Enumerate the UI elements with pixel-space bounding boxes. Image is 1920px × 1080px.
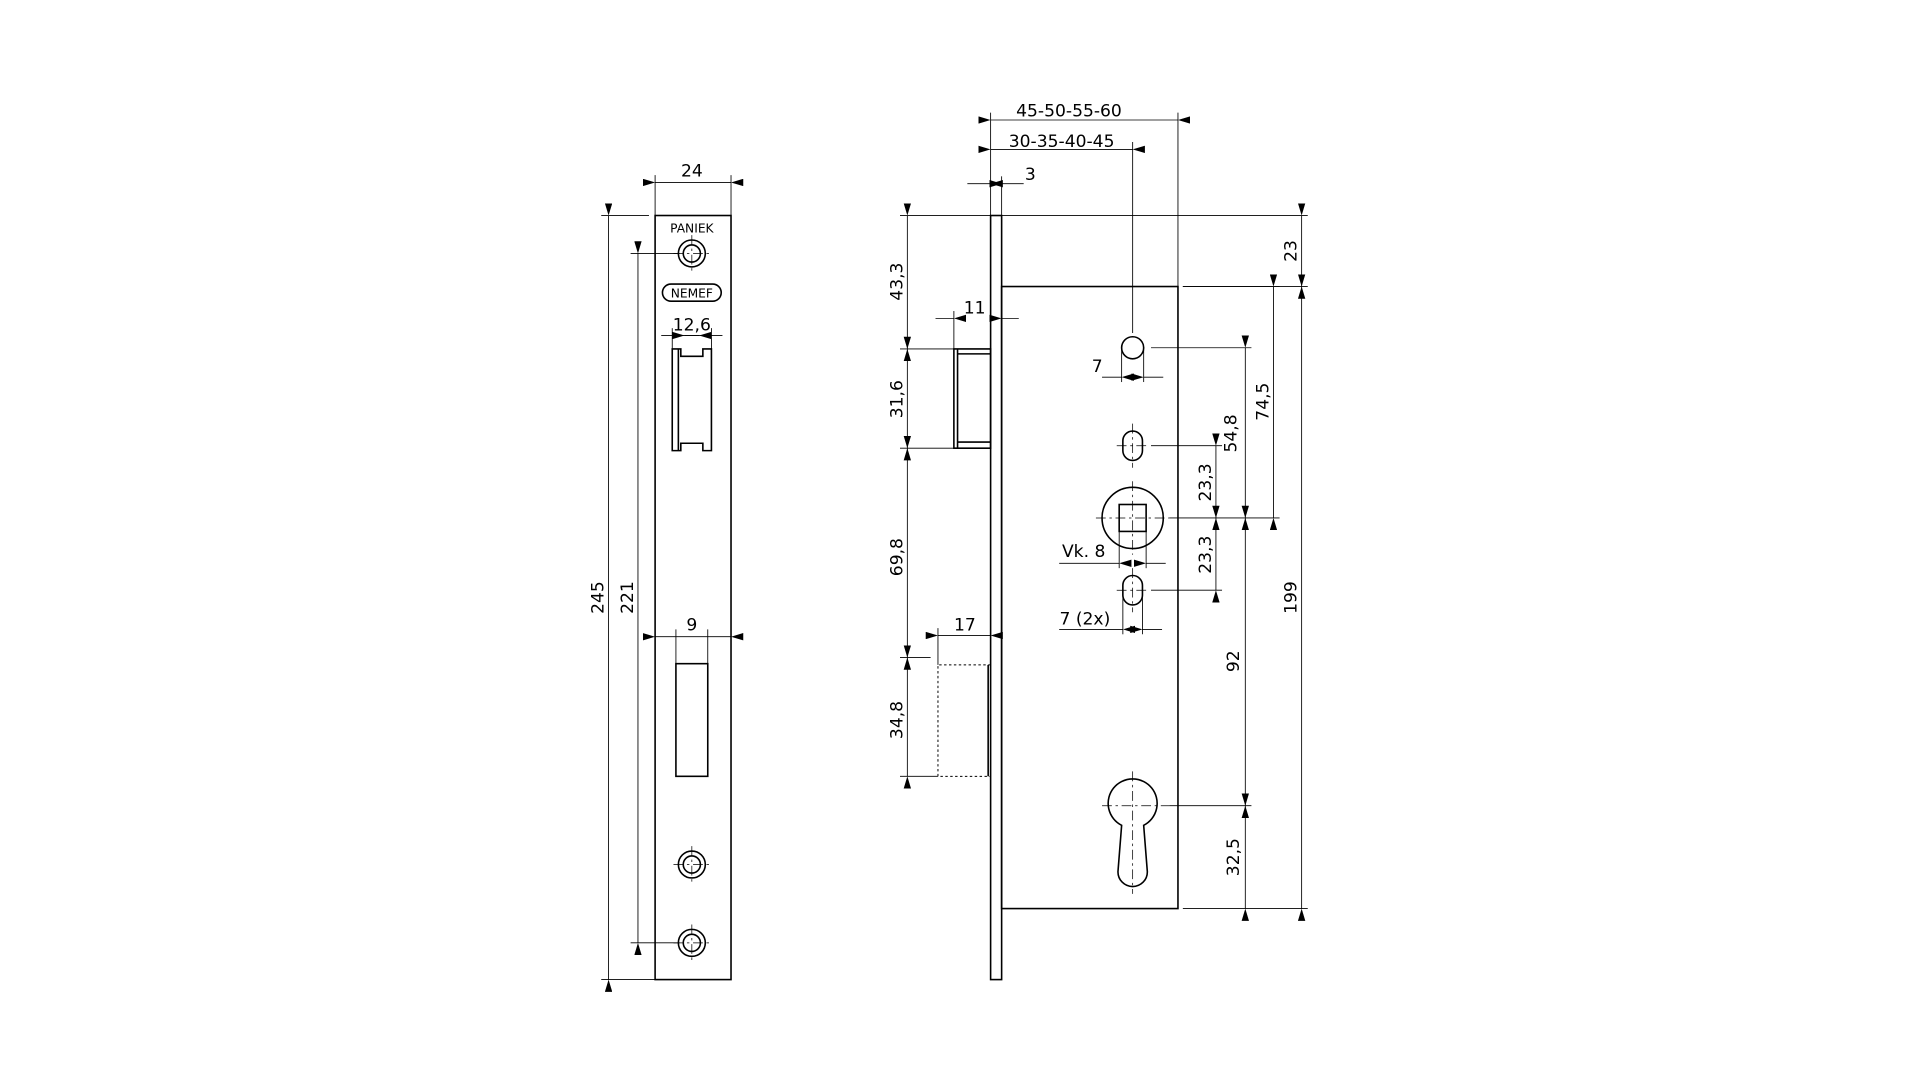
dim-height: 245: [589, 581, 609, 614]
latch-bolt: [953, 348, 992, 449]
nemef-logo: [661, 283, 723, 303]
faceplate-side: [989, 214, 1003, 981]
brand-nemef: NEMEF: [671, 287, 713, 301]
dim-case-height: 199: [1282, 581, 1302, 614]
dim-faceplate-thickness: 3: [1025, 165, 1036, 185]
dim-bolt-height: 34,8: [887, 701, 907, 739]
dim-latch-height: 31,6: [887, 380, 907, 418]
dim-latch-opening: 12,6: [673, 316, 711, 336]
dim-cylinder-to-bottom: 32,5: [1224, 838, 1244, 876]
dim-bolt-opening: 9: [686, 616, 697, 636]
dim-spindle-to-cylinder: 92: [1224, 650, 1244, 672]
dead-bolt: [937, 664, 991, 777]
dim-top-to-latch: 43,3: [887, 263, 907, 301]
latch-opening: [671, 348, 713, 452]
fixing-hole: [1120, 335, 1145, 360]
dim-upper-slot: 23,3: [1196, 463, 1216, 501]
screw-hole-middle: [673, 846, 711, 883]
dim-bolt-projection: 17: [954, 616, 976, 636]
faceplate-front: [654, 214, 732, 981]
dim-backset-large: 45-50-55-60: [1016, 101, 1122, 121]
side-view: 45-50-55-60 30-35-40-45 3 23 199 11 17 4…: [887, 101, 1308, 981]
lock-case: [1000, 285, 1179, 910]
front-view: PANIEK NEMEF 12,6 9 24 245 221: [589, 161, 744, 992]
dim-spindle: Vk. 8: [1062, 542, 1105, 562]
dim-lower-slot: 23,3: [1196, 536, 1216, 574]
dim-latch-projection: 11: [964, 298, 986, 318]
dim-backset-small: 30-35-40-45: [1009, 132, 1115, 152]
dim-latch-to-bolt: 69,8: [887, 538, 907, 576]
bolt-opening: [675, 662, 709, 778]
dim-width: 24: [681, 161, 703, 181]
dim-hole-diameter: 7: [1092, 357, 1103, 377]
dim-hole-diameter-2x: 7 (2x): [1060, 609, 1111, 629]
cylinder-profile: [1107, 778, 1158, 888]
dim-top-offset: 23: [1282, 240, 1302, 262]
dim-screw-spacing: 221: [618, 581, 638, 614]
dim-hole-to-spindle: 54,8: [1222, 414, 1242, 452]
dim-case-top-to-spindle: 74,5: [1254, 383, 1274, 421]
brand-paniek: PANIEK: [670, 222, 714, 236]
